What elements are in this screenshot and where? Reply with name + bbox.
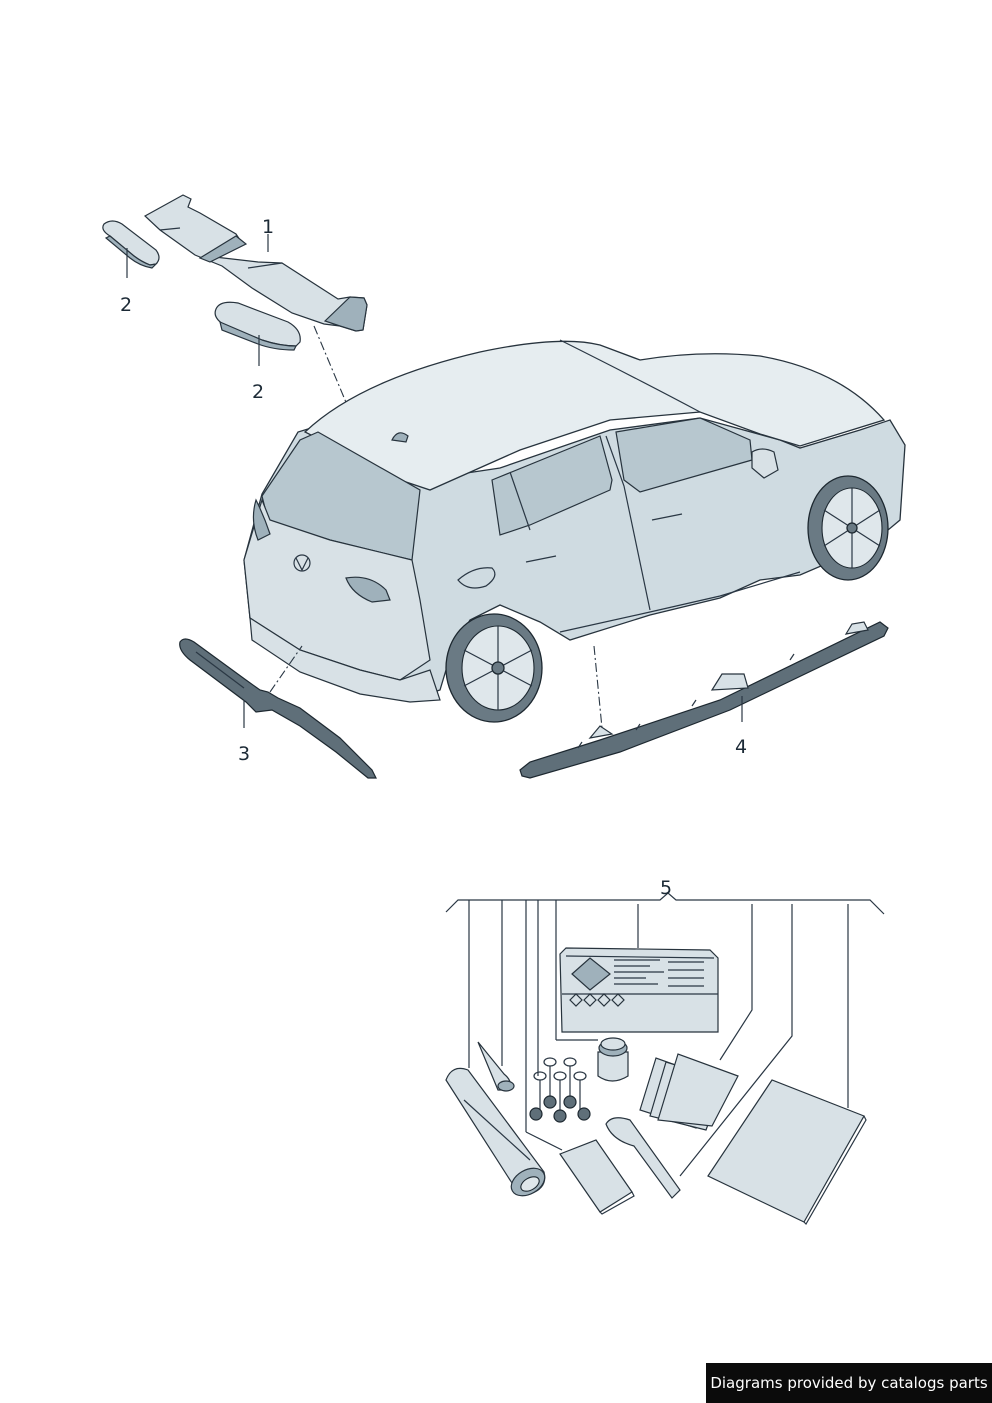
applicator-spatula[interactable]: [605, 1117, 681, 1199]
rear-spoiler[interactable]: [143, 194, 368, 332]
adhesive-kit-box[interactable]: [559, 947, 719, 1033]
cartridge-nozzle[interactable]: [477, 1041, 515, 1092]
vehicle-illustration: [243, 339, 906, 723]
callout-3[interactable]: 3: [238, 743, 250, 765]
assembly-line-spoiler: [313, 325, 367, 451]
callout-2-left[interactable]: 2: [120, 294, 132, 316]
cleaning-pad[interactable]: [559, 1139, 635, 1215]
adhesive-cartridge[interactable]: [445, 1067, 550, 1201]
spoiler-cap-right[interactable]: [214, 301, 301, 351]
assembly-line-sill: [593, 645, 603, 729]
footer-credit: Diagrams provided by catalogs parts: [706, 1363, 992, 1403]
callout-5[interactable]: 5: [660, 877, 672, 899]
assembly-line-diffuser: [269, 645, 303, 693]
callout-2-right[interactable]: 2: [252, 381, 264, 403]
cleaning-cloths[interactable]: [639, 1053, 739, 1131]
rear-diffuser-trim[interactable]: [179, 638, 377, 779]
primer-jar[interactable]: [597, 1037, 629, 1082]
callout-1[interactable]: 1: [262, 216, 274, 238]
protective-foil[interactable]: [707, 1079, 867, 1225]
repair-kit-bracket: [445, 892, 885, 1177]
callout-4[interactable]: 4: [735, 736, 747, 758]
side-sill-trim[interactable]: [519, 621, 889, 779]
spoiler-cap-left[interactable]: [102, 220, 160, 269]
mounting-clips[interactable]: [529, 1057, 591, 1123]
